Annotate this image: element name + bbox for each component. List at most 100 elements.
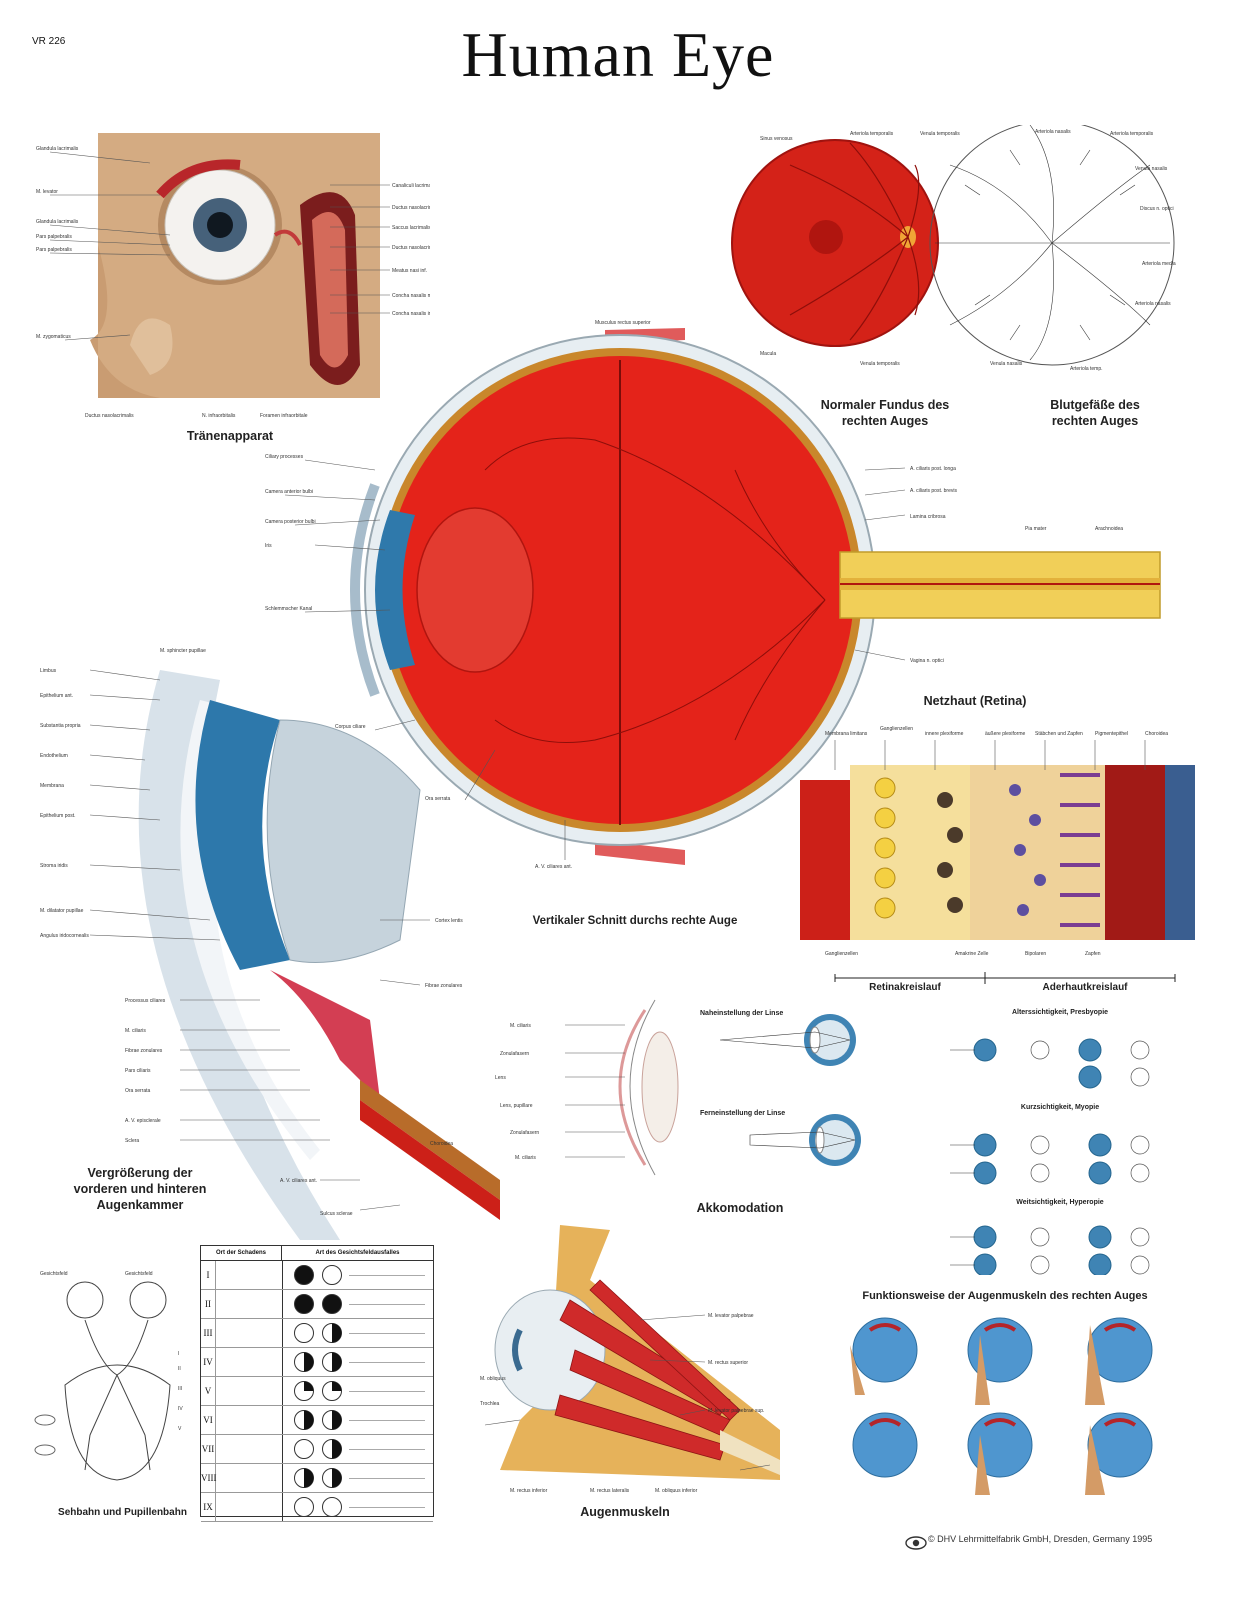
visual-field-icon: [294, 1410, 314, 1430]
row-numeral: VIII: [201, 1464, 217, 1492]
visual-field-icon: [294, 1265, 314, 1285]
credit-line: © DHV Lehrmittelfabrik GmbH, Dresden, Ge…: [928, 1534, 1153, 1544]
svg-text:Foramen infraorbitale: Foramen infraorbitale: [260, 413, 308, 419]
svg-text:Glandula lacrimalis: Glandula lacrimalis: [36, 219, 79, 225]
svg-text:Camera anterior bulbi: Camera anterior bulbi: [265, 489, 313, 495]
svg-text:Epithelium post.: Epithelium post.: [40, 813, 76, 819]
caption-far: Ferneinstellung der Linse: [700, 1110, 786, 1117]
svg-text:Angulus iridocornealis: Angulus iridocornealis: [40, 933, 89, 939]
caption-retina: Netzhaut (Retina): [923, 694, 1027, 708]
svg-text:Meatus nasi inf.: Meatus nasi inf.: [392, 268, 427, 274]
svg-text:Choroidea: Choroidea: [430, 1141, 453, 1147]
svg-text:Membrana limitans: Membrana limitans: [825, 731, 868, 737]
svg-text:Stäbchen und Zapfen: Stäbchen und Zapfen: [1035, 731, 1083, 737]
table-header-defect: Art des Gesichtsfeldausfalles: [315, 1250, 400, 1256]
svg-text:Gesichtsfeld: Gesichtsfeld: [40, 1271, 68, 1277]
svg-text:Corpus ciliare: Corpus ciliare: [335, 724, 366, 730]
caption-fundus: Normaler Fundus des rechten Auges: [820, 398, 950, 428]
table-row: III: [201, 1319, 433, 1348]
publisher-logo-icon: [905, 1536, 927, 1550]
svg-text:Venula nasalis: Venula nasalis: [1135, 166, 1168, 172]
caption-near: Naheinstellung der Linse: [700, 1010, 784, 1017]
visual-field-icon: [294, 1381, 314, 1401]
table-row: VIII: [201, 1464, 433, 1493]
svg-text:Iris: Iris: [265, 543, 272, 549]
row-numeral: IX: [201, 1493, 216, 1521]
table-row: IV: [201, 1348, 433, 1377]
svg-text:Arteriola nasalis: Arteriola nasalis: [1035, 129, 1071, 135]
visual-field-icon: [294, 1468, 314, 1488]
svg-text:Lens, pupillare: Lens, pupillare: [500, 1103, 533, 1109]
svg-text:A. V. ciliares ant.: A. V. ciliares ant.: [535, 864, 572, 870]
svg-text:Limbus: Limbus: [40, 668, 57, 674]
svg-text:Fibrae zonulares: Fibrae zonulares: [425, 983, 463, 989]
row-numeral: I: [201, 1261, 216, 1289]
visual-field-icon: [322, 1265, 342, 1285]
fundus-illustration: Sinus venosus Arteriola temporalis Venula…: [731, 125, 1176, 372]
svg-text:Zonulafasern: Zonulafasern: [500, 1051, 529, 1057]
svg-text:Concha nasalis inf.: Concha nasalis inf.: [392, 311, 430, 317]
svg-text:Venula temporalis: Venula temporalis: [920, 131, 960, 137]
svg-text:Arteriola nasalis: Arteriola nasalis: [1135, 301, 1171, 307]
visual-field-icon: [294, 1323, 314, 1343]
svg-text:M. rectus superior: M. rectus superior: [708, 1360, 748, 1366]
visual-field-icon: [322, 1410, 342, 1430]
svg-text:Arteriola temp.: Arteriola temp.: [1070, 366, 1103, 372]
caption-enlargement: Vergrößerung der vorderen und hinteren A…: [73, 1166, 207, 1212]
svg-text:Pars palpebralis: Pars palpebralis: [36, 247, 72, 253]
svg-text:Pars ciliaris: Pars ciliaris: [125, 1068, 151, 1074]
svg-text:Canaliculi lacrimales: Canaliculi lacrimales: [392, 183, 430, 189]
svg-text:Saccus lacrimalis: Saccus lacrimalis: [392, 225, 430, 231]
svg-text:Arteriola temporalis: Arteriola temporalis: [850, 131, 894, 137]
svg-text:M. ciliaris: M. ciliaris: [515, 1155, 536, 1161]
caption-myopia: Kurzsichtigkeit, Myopie: [1020, 1104, 1100, 1111]
svg-text:Camera posterior bulbi: Camera posterior bulbi: [265, 519, 316, 525]
svg-text:Stroma iridis: Stroma iridis: [40, 863, 68, 869]
svg-text:Sinus venosus: Sinus venosus: [760, 136, 793, 142]
svg-text:M. obliquus inferior: M. obliquus inferior: [655, 1488, 698, 1494]
svg-text:II: II: [178, 1366, 181, 1372]
row-numeral: VII: [201, 1435, 216, 1463]
caption-vessels: Blutgefäße des rechten Auges: [1050, 398, 1140, 428]
svg-text:Venula nasalis: Venula nasalis: [990, 361, 1023, 367]
svg-text:Amakrine Zelle: Amakrine Zelle: [955, 951, 989, 957]
svg-text:Ductus nasolacrimalis: Ductus nasolacrimalis: [85, 413, 134, 419]
svg-text:Macula: Macula: [760, 351, 776, 357]
visual-field-icon: [294, 1439, 314, 1459]
visual-field-icon: [322, 1381, 342, 1401]
svg-text:Ductus nasolacrimalis: Ductus nasolacrimalis: [392, 245, 430, 251]
caption-muscle-function: Funktionsweise der Augenmuskeln des rech…: [862, 1290, 1148, 1302]
table-row: VII: [201, 1435, 433, 1464]
row-numeral: V: [201, 1377, 216, 1405]
svg-text:Pars palpebralis: Pars palpebralis: [36, 234, 72, 240]
row-numeral: III: [201, 1319, 216, 1347]
svg-text:Ganglienzellen: Ganglienzellen: [825, 951, 858, 957]
svg-text:Ora serrata: Ora serrata: [125, 1088, 151, 1094]
svg-text:N. infraorbitalis: N. infraorbitalis: [202, 413, 236, 419]
muscle-function-illustration: [850, 1317, 1153, 1495]
svg-text:Ganglienzellen: Ganglienzellen: [880, 726, 913, 732]
chart-code: VR 226: [32, 36, 66, 47]
visual-field-icon: [322, 1468, 342, 1488]
svg-text:Trochlea: Trochlea: [480, 1401, 499, 1407]
svg-text:Venula temporalis: Venula temporalis: [860, 361, 900, 367]
svg-text:M. levator palpebrae sup.: M. levator palpebrae sup.: [708, 1408, 764, 1414]
svg-text:I: I: [178, 1351, 179, 1357]
svg-text:Arteriola temporalis: Arteriola temporalis: [1110, 131, 1154, 137]
visual-field-table: Ort der Schadens Art des Gesichtsfeldaus…: [200, 1245, 434, 1522]
svg-text:A. V. ciliares ant.: A. V. ciliares ant.: [280, 1178, 317, 1184]
svg-text:Ductus nasolacrimalis: Ductus nasolacrimalis: [392, 205, 430, 211]
caption-eye-muscles: Augenmuskeln: [580, 1505, 670, 1519]
svg-text:Lamina cribrosa: Lamina cribrosa: [910, 514, 946, 520]
table-row: I: [201, 1261, 433, 1290]
svg-text:Epithelium ant.: Epithelium ant.: [40, 693, 73, 699]
caption-hyperopia: Weitsichtigkeit, Hyperopie: [1016, 1199, 1104, 1206]
visual-field-icon: [294, 1294, 314, 1314]
svg-text:Substantia propria: Substantia propria: [40, 723, 81, 729]
page-title: Human Eye: [461, 19, 775, 90]
svg-text:Zonulafasern: Zonulafasern: [510, 1130, 539, 1136]
caption-accommodation: Akkomodation: [696, 1201, 784, 1215]
